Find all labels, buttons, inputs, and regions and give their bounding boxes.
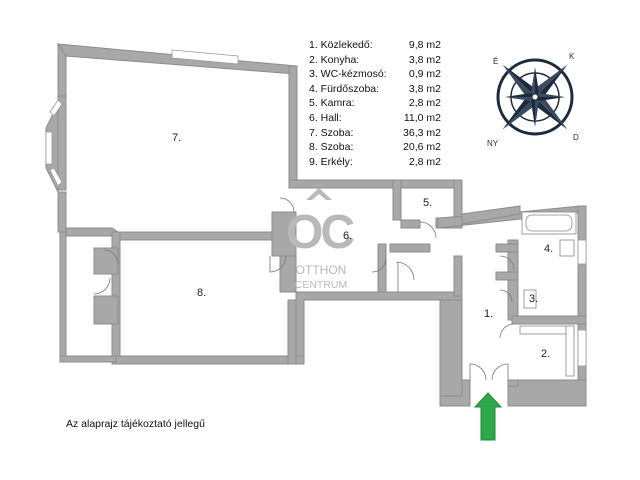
- house-roof-icon: [306, 188, 332, 200]
- legend-room-area: 2,8 m2: [408, 97, 441, 110]
- room-label-1: 1.: [484, 308, 493, 320]
- disclaimer-note: Az alaprajz tájékoztató jellegű: [66, 418, 205, 430]
- bath-fixtures: [519, 211, 577, 377]
- compass-letter-west: NY: [487, 139, 499, 148]
- legend-room-name: 6. Hall:: [309, 111, 342, 124]
- legend-room-name: 8. Szoba:: [309, 141, 354, 154]
- toilet: [523, 289, 537, 309]
- legend-room-name: 4. Fürdőszoba:: [309, 82, 380, 95]
- room-label-8: 8.: [197, 287, 206, 299]
- area-legend: 1. Közlekedő: 9,8 m2 2. Konyha: 3,8 m2 3. …: [309, 38, 441, 169]
- legend-row: 2. Konyha: 3,8 m2: [309, 53, 441, 68]
- legend-row: 4. Fürdőszoba: 3,8 m2: [309, 82, 441, 97]
- watermark-logo: OC OTTHON CENTRUM: [286, 188, 357, 291]
- legend-row: 3. WC-kézmosó: 0,9 m2: [309, 67, 441, 82]
- watermark-line2: CENTRUM: [295, 279, 348, 291]
- compass-rose: É K D NY: [487, 52, 579, 148]
- compass-letter-north: É: [493, 57, 498, 66]
- room-label-5: 5.: [423, 197, 432, 209]
- legend-room-name: 1. Közlekedő:: [309, 39, 373, 51]
- doors: [93, 197, 515, 381]
- room-label-4: 4.: [544, 243, 553, 255]
- legend-row: 5. Kamra: 2,8 m2: [309, 96, 441, 111]
- room-label-3: 3.: [529, 293, 538, 305]
- compass-letter-south: D: [573, 133, 579, 142]
- legend-room-name: 5. Kamra:: [309, 97, 355, 110]
- legend-room-area: 9,8 m2: [408, 39, 441, 51]
- legend-room-name: 2. Konyha:: [309, 53, 360, 66]
- room-labels: 7. 8. 6. 5. 4. 3. 1. 2.: [172, 132, 553, 360]
- room-label-7: 7.: [172, 132, 181, 144]
- legend-room-area: 3,8 m2: [408, 82, 441, 95]
- watermark-line1: OTTHON: [296, 263, 347, 277]
- legend-room-area: 3,8 m2: [408, 53, 441, 66]
- legend-room-area: 11,0 m2: [403, 111, 441, 124]
- legend-room-area: 0,9 m2: [408, 68, 441, 81]
- compass-letter-east: K: [569, 52, 575, 61]
- legend-room-name: 9. Erkély:: [309, 155, 353, 168]
- legend-room-name: 3. WC-kézmosó:: [309, 68, 387, 81]
- legend-room-area: 20,6 m2: [403, 141, 441, 154]
- legend-row: 8. Szoba: 20,6 m2: [309, 140, 441, 155]
- legend-row: 1. Közlekedő: 9,8 m2: [309, 38, 441, 53]
- legend-room-area: 2,8 m2: [408, 155, 441, 168]
- washbasin: [559, 239, 575, 257]
- legend-row: 9. Erkély: 2,8 m2: [309, 155, 441, 170]
- legend-row: 6. Hall: 11,0 m2: [309, 111, 441, 126]
- legend-room-area: 36,3 m2: [403, 126, 441, 139]
- room-label-2: 2.: [541, 348, 550, 360]
- watermark-monogram: OC: [286, 206, 354, 259]
- legend-room-name: 7. Szoba:: [309, 126, 354, 139]
- windows: [45, 49, 587, 367]
- entrance-arrow-icon: [473, 392, 503, 441]
- legend-row: 7. Szoba: 36,3 m2: [309, 126, 441, 141]
- room-label-6: 6.: [343, 230, 352, 242]
